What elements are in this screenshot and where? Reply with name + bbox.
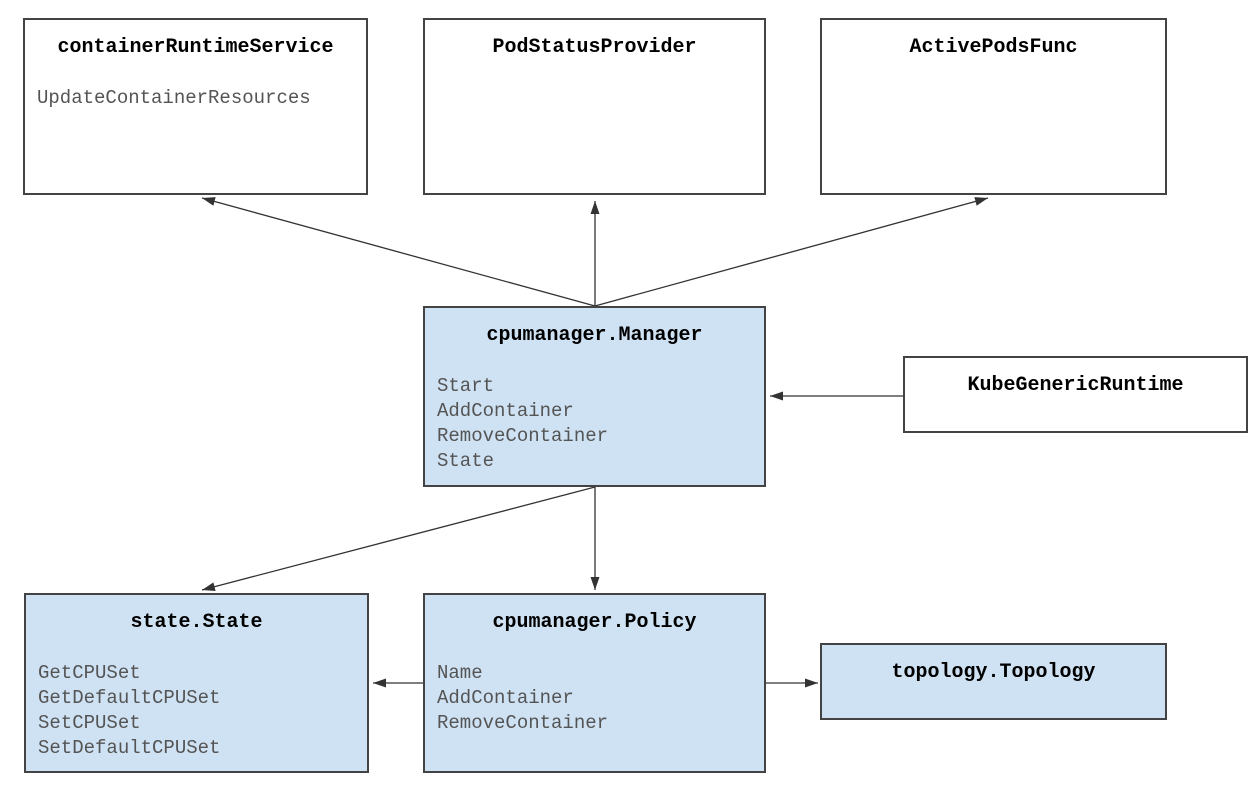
method-label: State <box>437 450 495 472</box>
box-methods: UpdateContainerResources <box>25 86 366 111</box>
box-topology-topology: topology.Topology <box>820 643 1167 720</box>
box-state-state: state.State GetCPUSet GetDefaultCPUSet S… <box>24 593 369 773</box>
box-cpumanager-policy: cpumanager.Policy Name AddContainer Remo… <box>423 593 766 773</box>
method-label: RemoveContainer <box>437 712 609 734</box>
box-methods: Name AddContainer RemoveContainer <box>425 661 764 736</box>
method-label: Name <box>437 662 483 684</box>
method-label: Start <box>437 375 495 397</box>
box-title: cpumanager.Policy <box>492 611 697 634</box>
box-title: PodStatusProvider <box>492 36 697 59</box>
method-label: SetDefaultCPUSet <box>38 737 221 759</box>
arrow-manager-to-active-pods-func <box>594 197 989 307</box>
box-methods: GetCPUSet GetDefaultCPUSet SetCPUSet Set… <box>26 661 367 761</box>
method-label: GetDefaultCPUSet <box>38 687 221 709</box>
box-methods: Start AddContainer RemoveContainer State <box>425 374 764 474</box>
box-title: topology.Topology <box>891 661 1096 684</box>
method-label: AddContainer <box>437 400 574 422</box>
box-kube-generic-runtime: KubeGenericRuntime <box>903 356 1248 433</box>
box-title: cpumanager.Manager <box>486 324 703 347</box>
arrow-manager-to-state <box>201 486 596 592</box>
method-label: GetCPUSet <box>38 662 141 684</box>
box-title: KubeGenericRuntime <box>967 374 1184 397</box>
box-active-pods-func: ActivePodsFunc <box>820 18 1167 195</box>
box-title: state.State <box>130 611 263 634</box>
arrow-manager-to-container-runtime-service <box>201 197 596 307</box>
method-label: AddContainer <box>437 687 574 709</box>
box-title: containerRuntimeService <box>57 36 334 59</box>
box-title: ActivePodsFunc <box>909 36 1078 59</box>
box-container-runtime-service: containerRuntimeService UpdateContainerR… <box>23 18 368 195</box>
box-pod-status-provider: PodStatusProvider <box>423 18 766 195</box>
method-label: UpdateContainerResources <box>37 87 311 109</box>
box-cpumanager-manager: cpumanager.Manager Start AddContainer Re… <box>423 306 766 487</box>
method-label: RemoveContainer <box>437 425 609 447</box>
method-label: SetCPUSet <box>38 712 141 734</box>
